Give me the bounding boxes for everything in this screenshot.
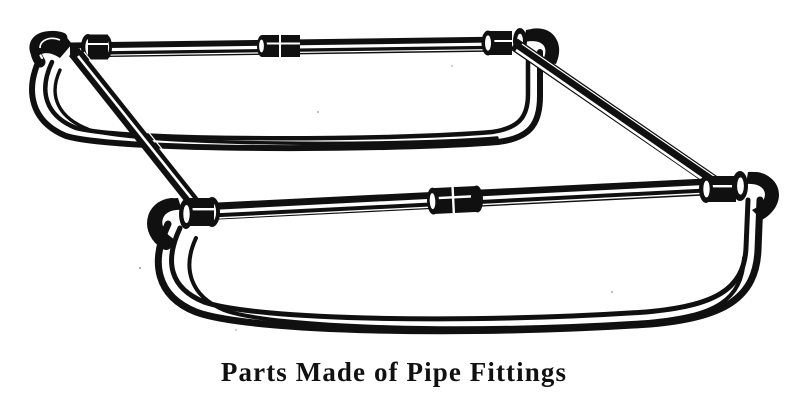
lower-rail-coupling — [426, 185, 484, 215]
upper-top-rail — [69, 35, 509, 58]
left-diagonal-brace — [68, 47, 204, 213]
upper-left-elbow-fitting — [29, 31, 112, 68]
lower-u-frame — [154, 196, 764, 335]
lower-right-elbow-fitting — [699, 171, 779, 220]
upper-u-frame — [29, 49, 543, 152]
figure-caption: Parts Made of Pipe Fittings — [220, 357, 568, 387]
right-diagonal-brace — [510, 38, 725, 192]
upper-rail-coupling — [257, 35, 300, 57]
lower-left-elbow-fitting — [147, 197, 220, 250]
lower-main-rail — [197, 177, 727, 221]
engraving-speckles — [138, 65, 613, 331]
